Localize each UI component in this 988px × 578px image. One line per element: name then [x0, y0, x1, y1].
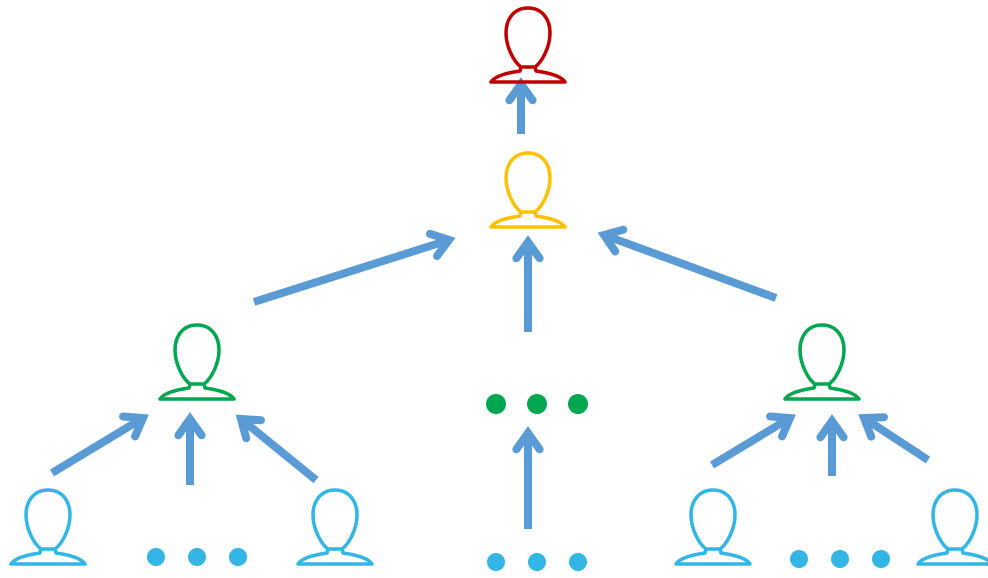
- arrow-left-to-second: [252, 229, 456, 306]
- person-icon: [158, 323, 236, 401]
- ellipsis-bottom-left: [147, 548, 247, 566]
- person-second: [489, 151, 567, 229]
- person-icon: [674, 488, 752, 566]
- ellipsis-dot: [872, 550, 890, 568]
- person-icon: [489, 151, 567, 229]
- ellipsis-bottom-middle: [487, 553, 587, 571]
- person-bottom-right-1: [674, 488, 752, 566]
- ellipsis-dot: [528, 553, 546, 571]
- ellipsis-dot: [229, 548, 247, 566]
- person-top: [489, 6, 567, 84]
- person-third-right: [783, 323, 861, 401]
- person-bottom-right-2: [916, 488, 988, 566]
- arrow-bl2-to-left: [235, 414, 319, 484]
- ellipsis-dot: [569, 553, 587, 571]
- arrow-bl-dots-to-left: [174, 412, 206, 485]
- ellipsis-layer: [147, 394, 890, 571]
- arrow-middle-to-second: [512, 235, 544, 332]
- ellipsis-dot: [790, 550, 808, 568]
- ellipsis-dot: [527, 394, 547, 414]
- arrow-br-dots-to-right: [816, 414, 848, 476]
- arrow-bl1-to-left: [49, 412, 149, 477]
- person-bottom-left-2: [296, 488, 374, 566]
- person-icon: [9, 488, 87, 566]
- ellipsis-dot: [147, 548, 165, 566]
- ellipsis-dot: [188, 548, 206, 566]
- arrow-right-to-second: [597, 225, 778, 302]
- ellipsis-dot: [831, 550, 849, 568]
- arrow-second-to-top: [505, 77, 537, 134]
- arrows-layer: [49, 77, 931, 529]
- person-icon: [783, 323, 861, 401]
- arrow-bm-to-middle: [512, 426, 544, 529]
- ellipsis-middle-third: [486, 394, 588, 414]
- arrow-br1-to-right: [709, 412, 796, 469]
- person-third-left: [158, 323, 236, 401]
- nodes-layer: [9, 6, 988, 566]
- person-icon: [296, 488, 374, 566]
- ellipsis-dot: [486, 394, 506, 414]
- person-icon: [489, 6, 567, 84]
- person-icon: [916, 488, 988, 566]
- person-bottom-left-1: [9, 488, 87, 566]
- ellipsis-dot: [568, 394, 588, 414]
- arrow-br2-to-right: [858, 413, 931, 464]
- ellipsis-dot: [487, 553, 505, 571]
- ellipsis-bottom-right: [790, 550, 890, 568]
